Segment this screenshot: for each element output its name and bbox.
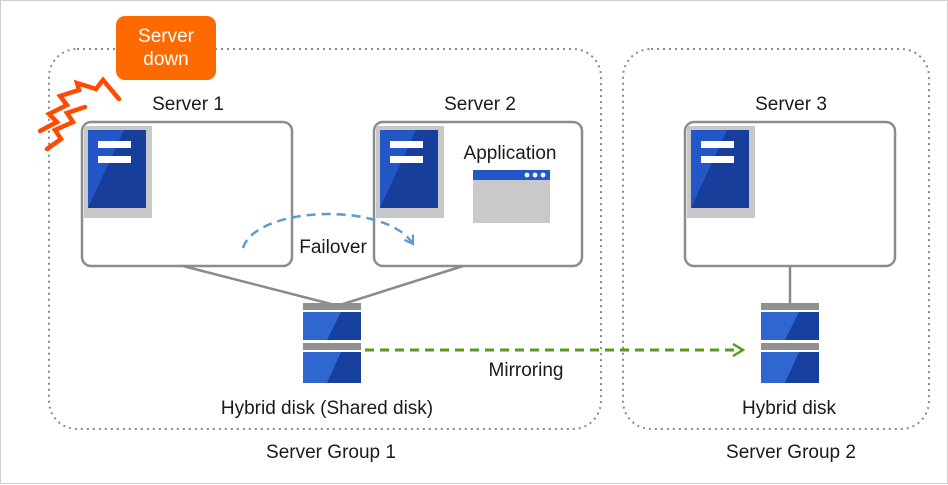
server-down-badge-line1: Server [138, 26, 194, 47]
server-icon [84, 126, 152, 218]
server-down-badge: Server down [116, 16, 216, 80]
server-icon [376, 126, 444, 218]
server-3-label: Server 3 [755, 94, 827, 115]
server-1-label: Server 1 [152, 94, 224, 115]
connection-server2-disk [342, 264, 464, 306]
server-group-2-boundary [622, 48, 930, 430]
remote-disk-label: Hybrid disk [742, 398, 836, 419]
server-group-1-boundary [48, 48, 602, 430]
disk-icon [761, 303, 819, 383]
mirroring-label: Mirroring [488, 360, 564, 381]
application-window-icon [473, 170, 550, 223]
server-group-2-label: Server Group 2 [726, 442, 856, 463]
shared-disk-label: Hybrid disk (Shared disk) [220, 398, 434, 419]
disk-icon [303, 303, 361, 383]
connection-server1-disk [182, 264, 332, 306]
server-2-label: Server 2 [444, 94, 516, 115]
application-label: Application [463, 143, 557, 164]
lightning-icon [37, 76, 122, 152]
server-group-1-label: Server Group 1 [266, 442, 396, 463]
server-down-badge-line2: down [143, 49, 189, 70]
failover-label: Failover [299, 237, 367, 258]
server-icon [687, 126, 755, 218]
failover-arrow [241, 212, 415, 249]
